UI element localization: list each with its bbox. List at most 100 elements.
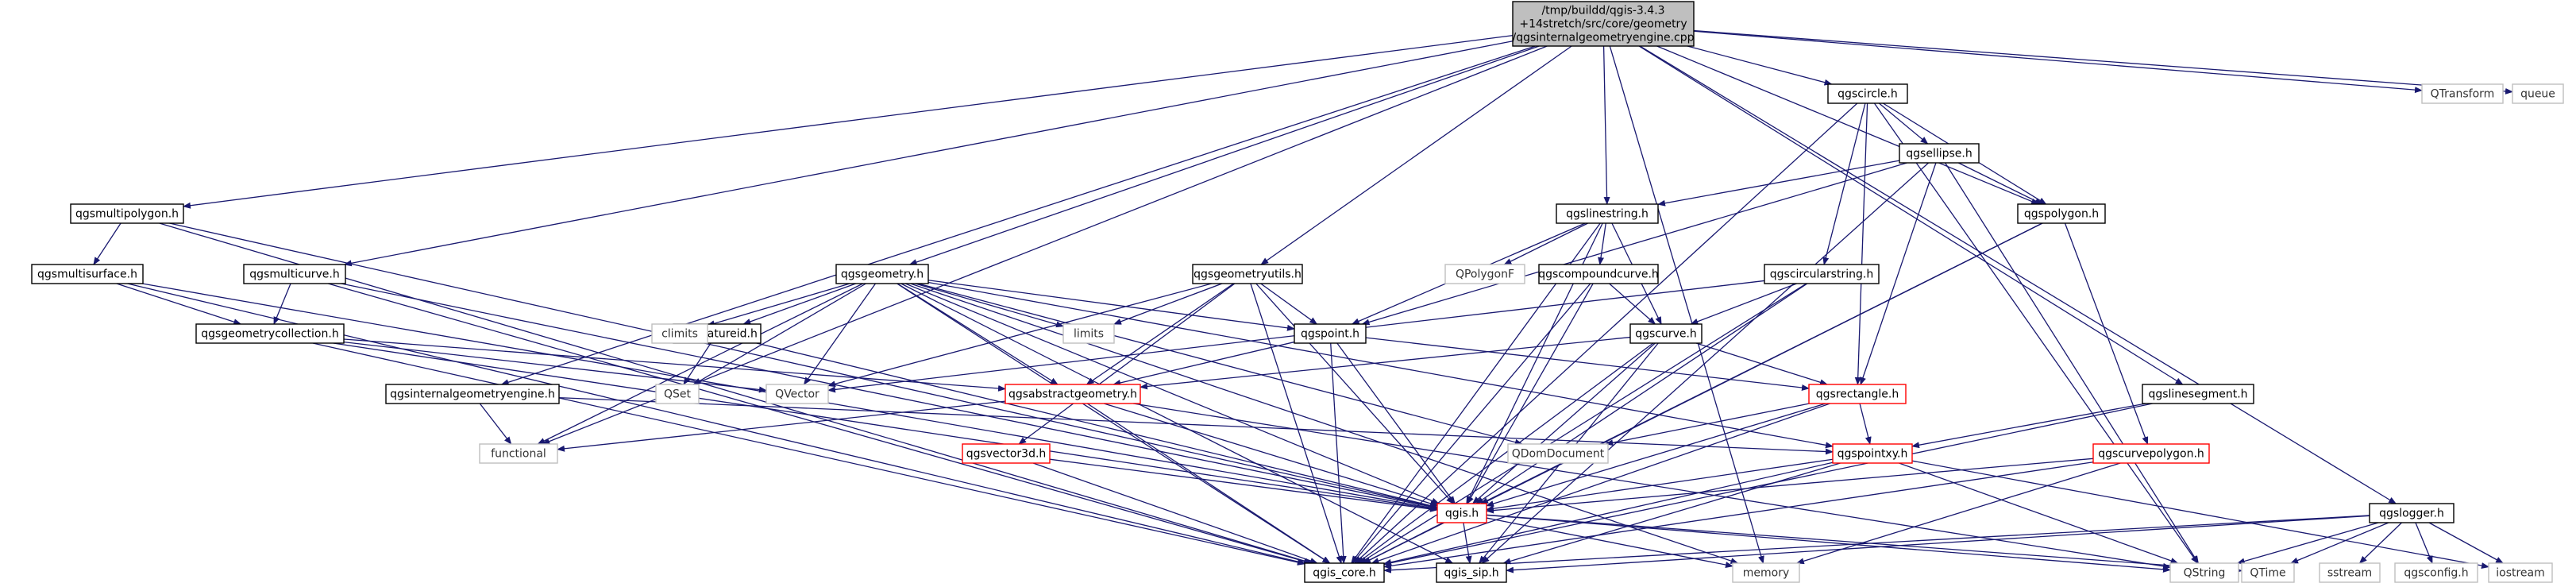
node-label: qgspointxy.h bbox=[1838, 448, 1908, 461]
edge-qgsrectangle-to-qgis bbox=[1486, 403, 1826, 507]
node-label: qgspolygon.h bbox=[2024, 208, 2099, 221]
node-qgscompoundcurve[interactable]: qgscompoundcurve.h bbox=[1538, 264, 1659, 284]
edge-qgsgeometryutils-to-qgis bbox=[1255, 283, 1454, 504]
edge-qgslogger-to-QString bbox=[2236, 522, 2379, 565]
edge-root-to-QTransform bbox=[1693, 30, 2423, 94]
node-qgsmulticurve[interactable]: qgsmulticurve.h bbox=[243, 264, 346, 284]
node-label: QPolygonF bbox=[1456, 268, 1514, 281]
edge-qgspoint-to-qgis bbox=[1336, 342, 1456, 504]
edge-root-to-functional bbox=[542, 45, 1548, 445]
edge-qgsellipse-to-qgis_sip bbox=[1481, 162, 1930, 564]
edge-qgsrectangle-to-QDomDocument bbox=[1605, 403, 1810, 446]
edge-qgscurve-to-qgsabstractgeometry bbox=[1140, 336, 1631, 390]
node-label: qgsconfig.h bbox=[2404, 567, 2468, 580]
edge-qgsgeometry-to-qgspoint bbox=[927, 280, 1295, 331]
node-label: climits bbox=[661, 328, 698, 341]
node-qgsgeometryutils[interactable]: qgsgeometryutils.h bbox=[1192, 264, 1303, 284]
node-label: qgslogger.h bbox=[2379, 508, 2444, 520]
edge-root-to-qgslinestring bbox=[1602, 45, 1610, 205]
edge-qgsgeometry-to-qgsfeatureid bbox=[742, 283, 856, 325]
edge-qgsabstractgeometry-to-qgis bbox=[1104, 403, 1438, 507]
node-box bbox=[1629, 323, 1703, 344]
edge-qgsmultipolygon-to-qgis_core bbox=[159, 222, 1313, 565]
node-qgsgeometrycollection[interactable]: qgsgeometrycollection.h bbox=[195, 323, 345, 344]
node-qgscircle[interactable]: qgscircle.h bbox=[1827, 83, 1908, 104]
edge-qgspoint-to-qgis_core bbox=[1330, 342, 1347, 564]
node-box bbox=[1436, 503, 1487, 523]
edge-qgsvector3d-to-qgis bbox=[1049, 458, 1438, 512]
node-label: QTransform bbox=[2431, 88, 2495, 101]
node-qgsmultisurface[interactable]: qgsmultisurface.h bbox=[31, 264, 144, 284]
node-qgspoint[interactable]: qgspoint.h bbox=[1294, 323, 1367, 344]
edge-qgslinestring-to-QPolygonF bbox=[1503, 222, 1588, 265]
node-label: +14stretch/src/core/geometry bbox=[1519, 18, 1687, 31]
edge-qgsgeometryutils-to-qgspoint bbox=[1260, 283, 1318, 325]
node-climits: climits bbox=[651, 323, 708, 344]
node-box bbox=[1304, 562, 1385, 583]
edge-root-to-qgslogger bbox=[1639, 45, 2397, 504]
edge-qgspointxy-to-qgis bbox=[1486, 458, 1834, 512]
node-box bbox=[2169, 562, 2239, 583]
node-label: qgscurvepolygon.h bbox=[2098, 448, 2204, 461]
edge-qgsgeometry-to-climits bbox=[707, 283, 850, 327]
node-qgslinestring[interactable]: qgslinestring.h bbox=[1556, 203, 1659, 224]
edge-qgsgeometryutils-to-limits bbox=[1113, 283, 1223, 325]
node-box bbox=[70, 203, 184, 224]
node-qgslogger[interactable]: qgslogger.h bbox=[2369, 503, 2455, 523]
node-qgspolygon[interactable]: qgspolygon.h bbox=[2017, 203, 2106, 224]
node-qgsinternalgeometryengine[interactable]: qgsinternalgeometryengine.h bbox=[385, 384, 560, 404]
node-box bbox=[2512, 83, 2564, 104]
edge-qgsgeometryutils-to-qgis_core bbox=[1250, 283, 1343, 564]
edge-qgsgeometry-to-QVector bbox=[803, 283, 877, 385]
edge-qgscompoundcurve-to-qgis_core bbox=[1352, 283, 1591, 564]
node-qtime: QTime bbox=[2241, 562, 2295, 583]
node-qgslinesegment[interactable]: qgslinesegment.h bbox=[2142, 384, 2254, 404]
node-box bbox=[195, 323, 345, 344]
node-qgscircularstring[interactable]: qgscircularstring.h bbox=[1764, 264, 1880, 284]
node-qgsrectangle[interactable]: qgsrectangle.h bbox=[1808, 384, 1907, 404]
node-label: qgscurve.h bbox=[1635, 328, 1697, 341]
node-box bbox=[2421, 83, 2504, 104]
node-label: qgsabstractgeometry.h bbox=[1008, 388, 1137, 401]
node-qgsvector3d[interactable]: qgsvector3d.h bbox=[962, 443, 1051, 464]
node-box bbox=[651, 323, 708, 344]
node-label: qgsrectangle.h bbox=[1816, 388, 1899, 401]
edge-qgslogger-to-qgis_sip bbox=[1506, 515, 2370, 573]
edge-qgslinestring-to-qgscompoundcurve bbox=[1598, 222, 1606, 265]
node-label: QTime bbox=[2250, 567, 2285, 580]
node-qgis-sip[interactable]: qgis_sip.h bbox=[1436, 562, 1507, 583]
edge-root-to-qgsgeometry bbox=[908, 45, 1540, 265]
node-box bbox=[1062, 323, 1115, 344]
node-qgsgeometry[interactable]: qgsgeometry.h bbox=[835, 264, 929, 284]
node-qgis[interactable]: qgis.h bbox=[1436, 503, 1487, 523]
node-label: qgsellipse.h bbox=[1906, 148, 1972, 160]
node-box bbox=[243, 264, 346, 284]
node-qgsabstractgeometry[interactable]: qgsabstractgeometry.h bbox=[1005, 384, 1141, 404]
edge-qgsmultipolygon-to-qgsmultisurface bbox=[93, 222, 121, 265]
node-qgis-core[interactable]: qgis_core.h bbox=[1304, 562, 1385, 583]
node-qdomdocument: QDomDocument bbox=[1507, 443, 1609, 464]
node-qgscurvepolygon[interactable]: qgscurvepolygon.h bbox=[2092, 443, 2210, 464]
edge-qgsgeometryutils-to-qgsabstractgeometry bbox=[1086, 283, 1234, 385]
node-label: /tmp/buildd/qgis-3.4.3 bbox=[1541, 5, 1664, 17]
edge-qgsgeometry-to-qgspointxy bbox=[927, 281, 1834, 449]
node-box bbox=[1436, 562, 1507, 583]
node-qgspointxy[interactable]: qgspointxy.h bbox=[1832, 443, 1913, 464]
edge-root-to-qgsmultipolygon bbox=[183, 35, 1514, 209]
edge-qgscircle-to-qgsellipse bbox=[1878, 102, 1929, 145]
node-box bbox=[1808, 384, 1907, 404]
node-root[interactable]: /tmp/buildd/qgis-3.4.3+14stretch/src/cor… bbox=[1512, 1, 1695, 47]
node-box bbox=[1507, 443, 1609, 464]
edge-root-to-qgsgeometryutils bbox=[1260, 45, 1572, 265]
edge-qgsinternalgeometryengine-to-functional bbox=[479, 403, 512, 445]
node-qgsellipse[interactable]: qgsellipse.h bbox=[1899, 143, 1980, 164]
edge-qgscircularstring-to-qgis bbox=[1475, 283, 1808, 504]
node-box bbox=[1192, 264, 1303, 284]
edge-qgsabstractgeometry-to-functional bbox=[557, 400, 1006, 452]
node-label: qgsmultisurface.h bbox=[37, 268, 137, 281]
node-qgscurve[interactable]: qgscurve.h bbox=[1629, 323, 1703, 344]
node-qgsmultipolygon[interactable]: qgsmultipolygon.h bbox=[70, 203, 184, 224]
edge-qgspointxy-to-qgis_core bbox=[1383, 461, 1834, 566]
node-box bbox=[1294, 323, 1367, 344]
node-qvector: QVector bbox=[765, 384, 829, 404]
